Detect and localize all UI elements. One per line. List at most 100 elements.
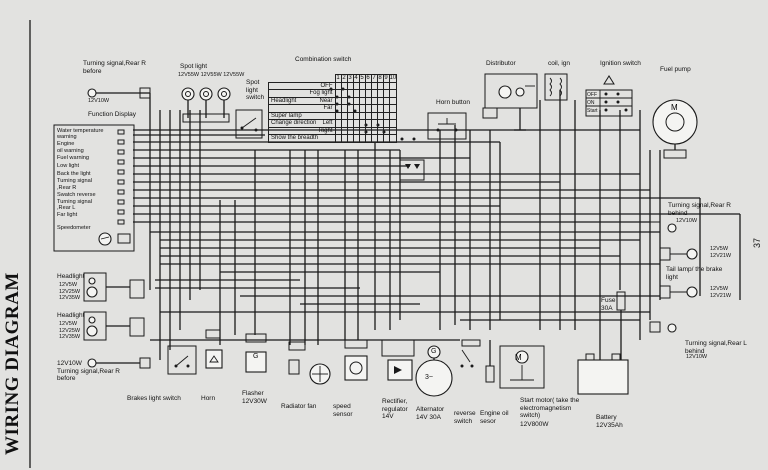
label-12v10w-a: 12V10W [88, 98, 110, 104]
tail-lamp-symbol-b [659, 285, 698, 299]
fuel-pump-symbol [652, 99, 698, 159]
fd-item-speedometer: Speedometer [57, 224, 91, 231]
label-battery: Battery 12V35Ah [596, 414, 623, 429]
label-rectifier: Rectifier, regulator 14V [382, 398, 408, 420]
label-12v10w-c: 12V10W [686, 354, 708, 360]
label-function-display: Function Display [88, 111, 137, 118]
fd-item-water-temp: Water temperature warning [57, 128, 104, 141]
speed-sensor-symbol [344, 339, 368, 381]
label-horn: Horn [201, 395, 216, 402]
combo-header-row: 1 2 3 4 5 6 7 8 9 10 [269, 74, 398, 83]
battery-symbol [577, 353, 629, 395]
diodes-symbol [399, 159, 425, 181]
fd-item-fuel: Fuel warning [57, 154, 90, 161]
function-display-box [53, 124, 135, 252]
rear-r-turn-signal-symbol [649, 221, 677, 233]
generator-g-text: G [431, 348, 437, 355]
label-spot-light-switch: Spot light switch [246, 79, 265, 101]
horn-button-symbol [427, 112, 467, 140]
rectifier-regulator-symbol [381, 339, 415, 381]
label-start-motor-rating: 12V800W [520, 421, 549, 428]
combo-row-label: OFF [268, 81, 336, 90]
ign-pos-off: OFF [587, 92, 597, 98]
fd-item-far-light: Far light [57, 212, 78, 219]
distributor-symbol [482, 73, 538, 131]
ignition-switch-positions: OFF ON Start [587, 91, 598, 115]
combo-col-10: 10 [388, 74, 398, 83]
fd-item-engine-oil: Engine oil warning [57, 141, 84, 154]
label-ignition-switch: Ignition switch [600, 60, 641, 67]
combo-row-label: Show the breadth [268, 134, 336, 143]
combo-row: Change direction Left [268, 119, 398, 128]
label-flasher: Flasher 12V30W [242, 390, 267, 405]
spot-lights-symbol [181, 87, 231, 123]
label-reverse-switch: reverse switch [454, 410, 476, 425]
combo-row-label: Change direction Left [268, 119, 336, 128]
alternator-symbol-text: 3~ [425, 374, 433, 381]
label-headlight-a-ratings: 12V5W 12V25W 12V35W [59, 282, 81, 301]
page-title: WIRING DIAGRAM [2, 272, 23, 455]
label-fuel-pump: Fuel pump [660, 66, 691, 73]
turn-signal-front-r-symbol [87, 87, 151, 99]
reverse-switch-symbol [460, 339, 481, 368]
combo-row: Super lamp [268, 111, 398, 120]
combo-row-label: Right [268, 126, 336, 135]
combo-row-near: Near [319, 97, 333, 104]
combo-row-left: Left [322, 120, 333, 126]
spot-light-switch-symbol [235, 109, 263, 139]
combo-row: Headlight Near [268, 96, 398, 105]
horn-symbol [205, 329, 223, 369]
label-coil-ign: coil, ign [548, 60, 571, 67]
engine-oil-sensor-symbol [485, 340, 495, 383]
label-spot-ratings: 12V55W 12V55W 12V55W [178, 72, 245, 78]
label-horn-button: Horn button [436, 99, 470, 106]
ignition-switch-symbol [585, 75, 633, 117]
turn-signal-front-r-2-symbol [87, 357, 151, 369]
combo-row: Right [268, 126, 398, 135]
combo-group-change-direction: Change direction [271, 120, 317, 126]
fuel-pump-m-text: M [671, 103, 678, 112]
headlight-a-symbol [83, 272, 145, 302]
combo-group-headlight: Headlight [271, 97, 297, 104]
label-turn-rear-r-before-2: 12V10W Turning signal,Rear R before [57, 360, 120, 382]
fd-item-turn-l: Turning signal ,Rear L [57, 199, 92, 212]
combo-row: Fog light [268, 89, 398, 98]
label-headlight-b-ratings: 12V5W 12V25W 12V35W [59, 321, 81, 340]
fd-item-reverse: Swatch reverse [57, 191, 96, 198]
combo-row-label: Super lamp [268, 111, 336, 120]
brakes-light-switch-symbol [167, 345, 197, 375]
harness-wires [133, 90, 741, 360]
combo-row: Show the breadth [268, 134, 398, 143]
label-turn-rear-r-before: Turning signal,Rear R before [83, 60, 146, 75]
label-turn-rear-l-behind: Turning signal,Rear L behind [685, 340, 747, 355]
label-speed-sensor: speed sensor [333, 403, 353, 418]
fd-item-turn-r: Turning signal ,Rear R [57, 178, 92, 191]
flasher-g-text: G [253, 353, 259, 360]
fuse-symbol [616, 291, 626, 360]
headlight-b-symbol [83, 311, 145, 341]
label-spot-light: Spot light [180, 63, 208, 70]
tail-lamp-symbol-a [659, 247, 698, 261]
combo-row-label: Fog light [268, 89, 336, 98]
ign-pos-on: ON [587, 100, 595, 106]
label-engine-oil-sensor: Engine oil sesor [480, 410, 509, 425]
label-fuse: Fuse 30A [601, 297, 616, 312]
ign-pos-start: Start [587, 108, 598, 114]
start-motor-symbol [499, 345, 545, 389]
label-headlight-b: Headlight [57, 312, 85, 319]
label-combination-switch: Combination switch [295, 56, 352, 63]
page-number: 37 [752, 237, 762, 248]
flasher-symbol [245, 333, 267, 373]
rear-l-turn-signal-symbol [649, 321, 677, 333]
label-12v10w-b: 12V10W [676, 218, 698, 224]
combo-row-label: Headlight Near [268, 96, 336, 105]
label-12v5w-b: 12V5W 12V21W [710, 286, 732, 299]
label-alternator: Alternator 14V 30A [416, 406, 445, 421]
combo-row: OFF [268, 81, 398, 90]
label-turn-rear-r-behind: Turning signal,Rear R behind [668, 202, 731, 217]
ignition-coil-symbol [544, 73, 568, 101]
fd-item-back-light: Back the light [57, 171, 91, 178]
function-display-list: Water temperature warning Engine oil war… [57, 128, 117, 231]
